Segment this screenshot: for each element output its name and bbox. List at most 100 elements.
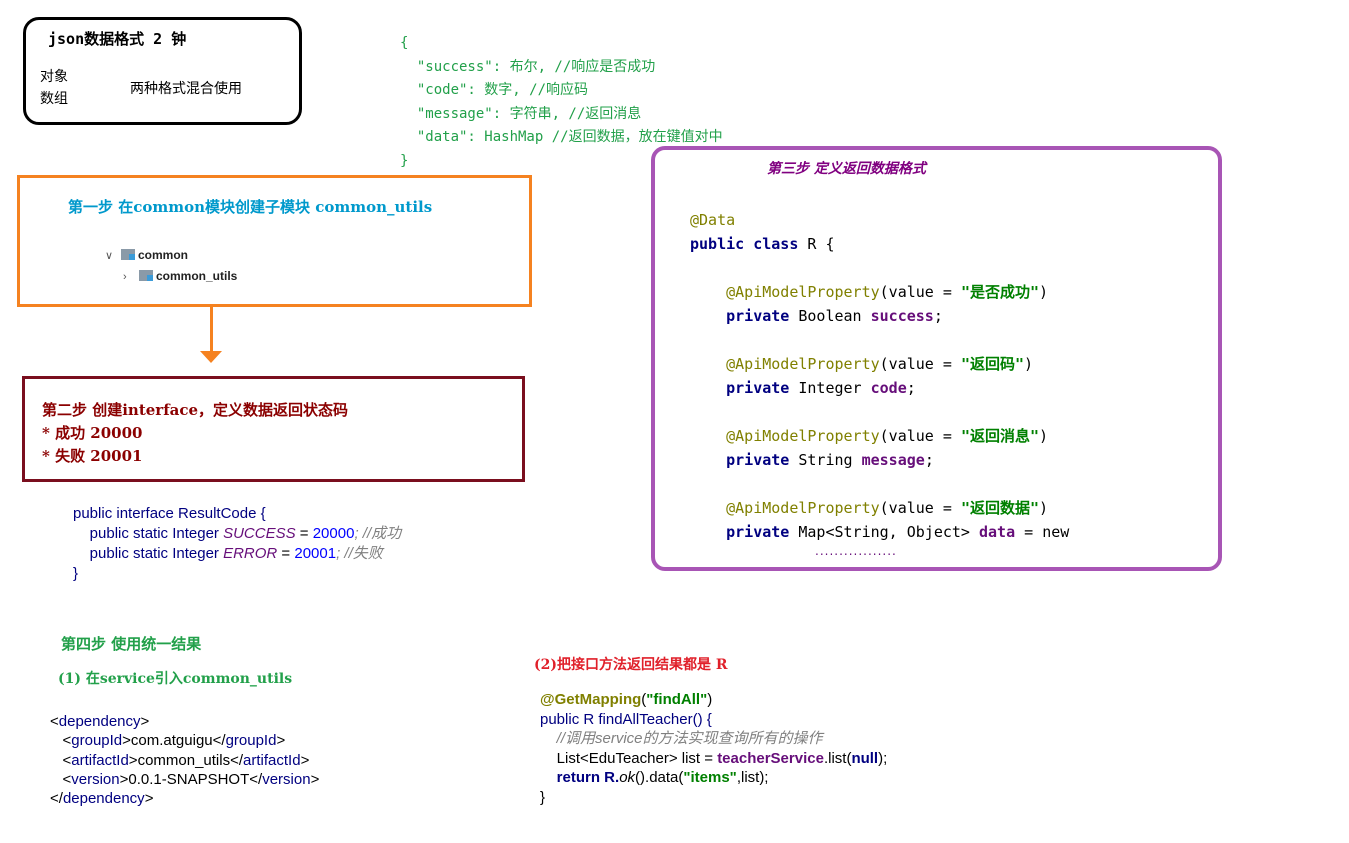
ok-method: ok: [619, 769, 636, 787]
step4-sub2: (2)把接口方法返回结果都是 R: [534, 657, 728, 673]
value-open: (value =: [879, 355, 961, 373]
list-call-end: );: [878, 749, 888, 767]
xml-tag: version: [262, 770, 311, 788]
field-name: success: [870, 307, 934, 325]
mapping-path: "findAll": [646, 691, 708, 708]
result-code-success-line: public static Integer SUCCESS = 20000; /…: [73, 524, 401, 544]
field-end: ;: [924, 451, 934, 469]
version-value: 0.0.1-SNAPSHOT: [128, 770, 250, 788]
xml-tag: artifactId: [71, 751, 129, 769]
tree-label-common-utils: common_utils: [156, 269, 238, 283]
ctrl-anno-line: @GetMapping("findAll"): [540, 691, 713, 708]
xml-tag: version: [71, 770, 120, 788]
value-close: ): [1039, 427, 1049, 445]
dependency-xml: <dependency> <groupId>com.atguigu</group…: [50, 712, 319, 808]
xml-tag: dependency: [62, 790, 145, 808]
step2-title: 第二步 创建interface，定义数据返回状态码: [42, 401, 349, 419]
ctrl-comment: //调用service的方法实现查询所有的操作: [540, 730, 823, 748]
value-close: ): [1039, 283, 1049, 301]
dep-open: <dependency>: [50, 713, 150, 730]
error-value: 20001: [294, 545, 337, 562]
json-line-message: "message": 字符串, //返回消息: [400, 105, 642, 122]
xml-tag: dependency: [58, 713, 141, 730]
step4-title: 第四步 使用统一结果: [61, 635, 202, 653]
api-model-annotation: @ApiModelProperty: [726, 283, 880, 301]
json-line-data: "data": HashMap //返回数据，放在键值对中: [400, 129, 723, 145]
code-keyword: public static Integer: [73, 545, 224, 562]
data-annotation: @Data: [690, 211, 736, 229]
field-desc: "返回码": [960, 355, 1024, 373]
code-eq: =: [277, 545, 295, 562]
type-array: 数组: [40, 91, 68, 107]
chevron-down-icon[interactable]: ∨: [105, 250, 114, 262]
json-structure: { "success": 布尔, //响应是否成功 "code": 数字, //…: [400, 32, 723, 173]
api-model-annotation: @ApiModelProperty: [726, 355, 880, 373]
dep-group: <groupId>com.atguigu</groupId>: [50, 732, 286, 750]
field-type: Boolean: [789, 307, 871, 325]
value-close: ): [1024, 355, 1034, 373]
ellipsis: .................: [815, 544, 897, 558]
getmapping-annotation: @GetMapping: [540, 691, 642, 708]
ctrl-signature: public R findAllTeacher() {: [540, 710, 712, 728]
field-annotation: @ApiModelProperty(value = "返回数据"): [690, 496, 1069, 520]
result-code-close: }: [73, 565, 79, 582]
tree-row-common[interactable]: ∨ common: [105, 248, 237, 269]
field-type: Integer: [789, 379, 871, 397]
data-call: ().data(: [635, 769, 684, 787]
dep-close: </dependency>: [50, 790, 154, 808]
xml-tag: artifactId: [243, 751, 301, 769]
step4-sub1: (1) 在service引入common_utils: [58, 671, 293, 687]
ctrl-return-line: return R.ok().data("items",list);: [540, 768, 887, 788]
tree-label-common: common: [138, 248, 189, 262]
field-decl: private Map<String, Object> data = new: [690, 520, 1069, 544]
arrow-down-icon: [200, 351, 222, 363]
success-constant: SUCCESS: [223, 525, 296, 542]
value-open: (value =: [879, 427, 961, 445]
controller-code: @GetMapping("findAll") public R findAllTe…: [540, 690, 887, 808]
items-key: "items": [683, 769, 737, 787]
result-code-decl: public interface ResultCode {: [73, 505, 266, 522]
list-decl: List<EduTeacher> list =: [540, 749, 718, 767]
class-decl: public class R {: [690, 232, 1069, 256]
step2-fail: * 失败 20001: [42, 447, 143, 465]
artifact-value: common_utils: [137, 751, 231, 769]
value-open: (value =: [879, 499, 961, 517]
field-desc: "返回消息": [960, 427, 1039, 445]
field-name: code: [870, 379, 907, 397]
class-keyword: public class: [690, 235, 799, 253]
mixed-use-label: 两种格式混合使用: [130, 81, 242, 97]
error-comment: ; //失败: [336, 545, 383, 562]
xml-tag: groupId: [71, 732, 123, 750]
code-eq: =: [295, 525, 313, 542]
field-modifier: private: [726, 379, 790, 397]
field-annotation: @ApiModelProperty(value = "返回消息"): [690, 424, 1069, 448]
field-end: = new: [1015, 523, 1070, 541]
tree-row-common-utils[interactable]: › common_utils: [105, 269, 237, 290]
field-end: ;: [933, 307, 943, 325]
step1-title: 第一步 在common模块创建子模块 common_utils: [68, 198, 433, 216]
type-object: 对象: [40, 69, 68, 85]
json-line-code: "code": 数字, //响应码: [400, 82, 589, 98]
success-comment: ; //成功: [354, 525, 402, 542]
result-code-interface: public interface ResultCode { public sta…: [73, 504, 401, 584]
result-code-error-line: public static Integer ERROR = 20001; //失…: [73, 544, 401, 564]
field-end: ;: [906, 379, 916, 397]
field-name: data: [979, 523, 1016, 541]
api-model-annotation: @ApiModelProperty: [726, 427, 880, 445]
code-keyword: public static Integer: [73, 525, 224, 542]
folder-icon: [121, 249, 135, 260]
dep-version: <version>0.0.1-SNAPSHOT</version>: [50, 770, 320, 788]
xml-tag: groupId: [225, 732, 277, 750]
return-stmt: return R.: [540, 769, 620, 787]
field-type: Map<String, Object>: [789, 523, 979, 541]
return-end: ,list);: [736, 769, 769, 787]
ctrl-list-line: List<EduTeacher> list = teacherService.l…: [540, 749, 888, 769]
value-open: (value =: [879, 283, 961, 301]
json-format-box: json数据格式 2 钟 对象 数组 两种格式混合使用: [23, 17, 302, 125]
dep-artifact: <artifactId>common_utils</artifactId>: [50, 751, 310, 769]
chevron-right-icon[interactable]: ›: [123, 271, 127, 283]
value-close: ): [1039, 499, 1049, 517]
field-decl: private Integer code;: [690, 376, 1069, 400]
module-tree: ∨ common › common_utils: [105, 248, 237, 290]
